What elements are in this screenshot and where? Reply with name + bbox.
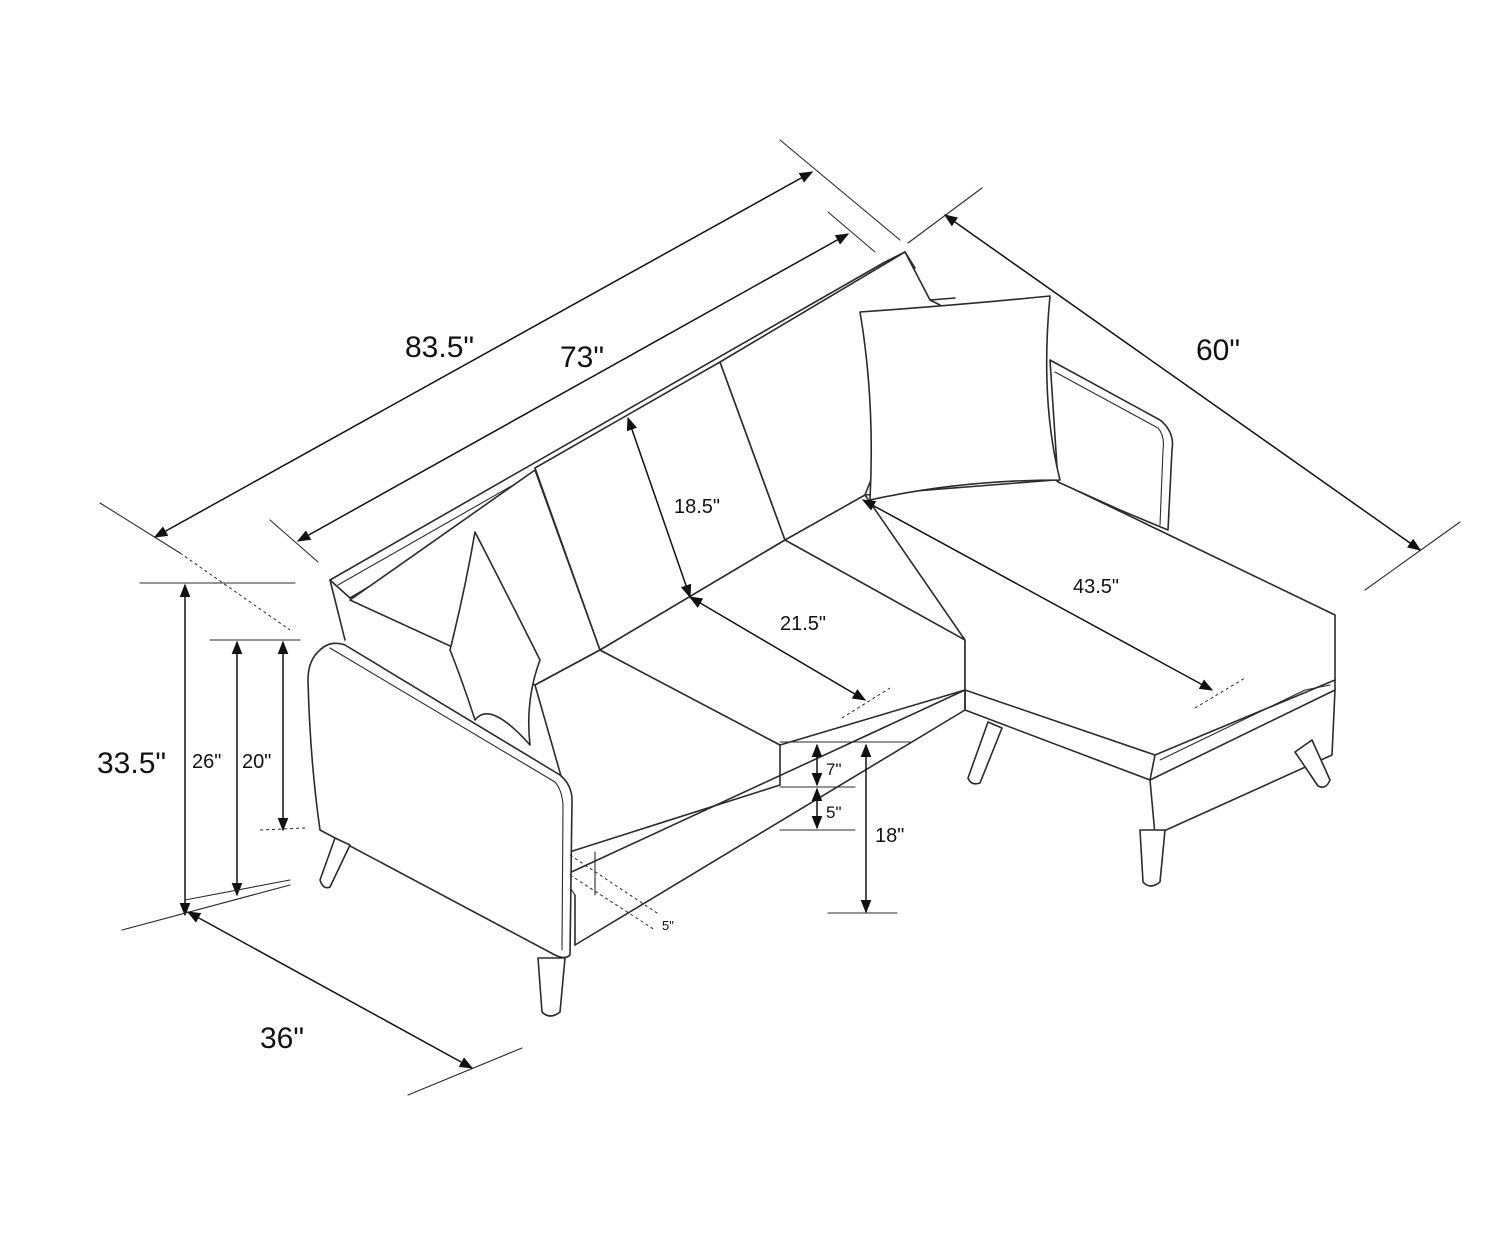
label-20: 20" [242,751,271,773]
pillow-left [449,531,541,746]
label-36: 36" [260,1022,304,1055]
dim-line-18-5 [626,416,692,599]
dim-line-43-5 [861,499,1214,691]
label-18: 18" [875,825,904,847]
pillow-right [859,295,1061,501]
leg-chaise-front [1139,829,1166,887]
label-7: 7" [826,760,842,779]
label-clearance-5: 5" [662,918,674,933]
label-43-5: 43.5" [1073,576,1119,598]
label-21-5: 21.5" [780,613,826,635]
dim-line-60 [943,214,1422,551]
dim-line-36 [186,911,474,1069]
leg-chaise-back-left [967,721,1003,785]
label-26: 26" [192,751,221,773]
dim-line-21-5 [688,596,867,701]
left-arm [307,642,573,959]
leg-front-left [319,837,351,889]
chaise-cushion [864,479,1336,756]
label-33-5: 33.5" [97,747,166,780]
label-5: 5" [826,803,842,822]
dim-line-73 [296,233,850,542]
label-83-5: 83.5" [405,331,474,364]
dimension-lines [99,139,1461,1096]
dimension-labels: 83.5" 73" 60" 18.5" 21.5" 43.5" 33.5" 26… [97,331,1240,1055]
label-60: 60" [1196,334,1240,367]
label-18-5: 18.5" [674,496,720,518]
leg-front-center [537,957,566,1017]
leg-chaise-back-right [1294,739,1331,788]
label-73: 73" [560,341,604,374]
